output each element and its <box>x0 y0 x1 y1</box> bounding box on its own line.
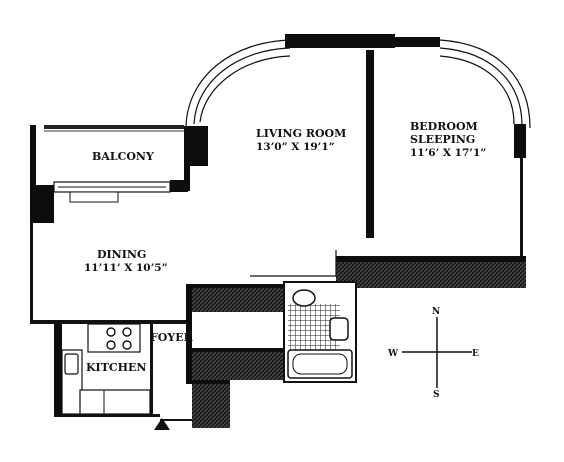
exterior-walls <box>30 34 531 428</box>
dining-dims: 11’11’ X 10’5” <box>84 262 168 274</box>
compass-west-label: W <box>387 349 399 359</box>
compass-south-label: S <box>433 390 440 400</box>
compass-east-label: E <box>472 349 479 359</box>
dining-label: DINING <box>97 248 146 261</box>
kitchen-sink-icon <box>64 353 79 375</box>
sink-icon <box>329 317 349 341</box>
compass-rose: N S W E <box>387 307 479 400</box>
bedroom-label: BEDROOM <box>410 120 478 133</box>
compass-north-label: N <box>432 307 440 317</box>
kitchen-fixtures <box>61 323 151 415</box>
balcony-door <box>53 181 171 203</box>
entrance-arrow-icon <box>154 418 170 430</box>
living-room-dims: 13’0” X 19’1” <box>256 141 335 153</box>
stove-icon <box>106 327 132 350</box>
kitchen-label: KITCHEN <box>86 361 146 374</box>
toilet-icon <box>292 289 316 307</box>
living-room-label: LIVING ROOM <box>256 127 346 140</box>
balcony-label: BALCONY <box>92 150 154 163</box>
foyer-label: FOYER <box>150 331 194 344</box>
sleeping-label: SLEEPING <box>410 133 475 146</box>
bedroom-dims: 11’6’ X 17’1” <box>410 147 486 159</box>
bathroom <box>283 281 357 383</box>
